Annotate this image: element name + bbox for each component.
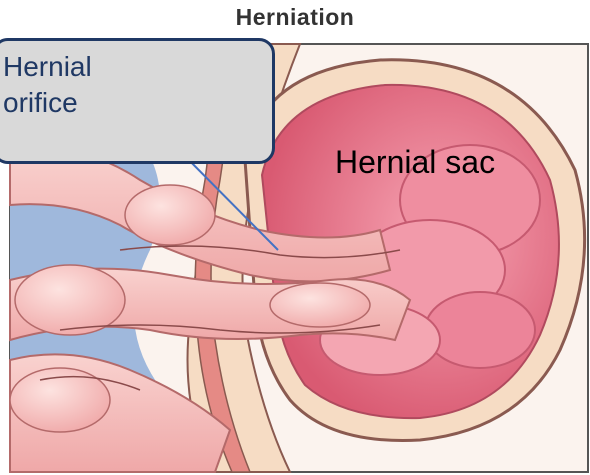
bowel-lump-1 <box>15 265 125 335</box>
orifice-label-line2: orifice <box>3 85 272 121</box>
bowel-lump-2 <box>125 185 215 245</box>
bowel-loop-sac-3 <box>425 292 535 368</box>
bowel-lump-4 <box>270 283 370 327</box>
orifice-label-line1: Hernial <box>3 49 272 85</box>
hernial-sac-label: Hernial sac <box>335 144 495 181</box>
hernial-orifice-callout: Hernial orifice <box>0 38 275 164</box>
figure-title: Herniation <box>0 4 590 31</box>
